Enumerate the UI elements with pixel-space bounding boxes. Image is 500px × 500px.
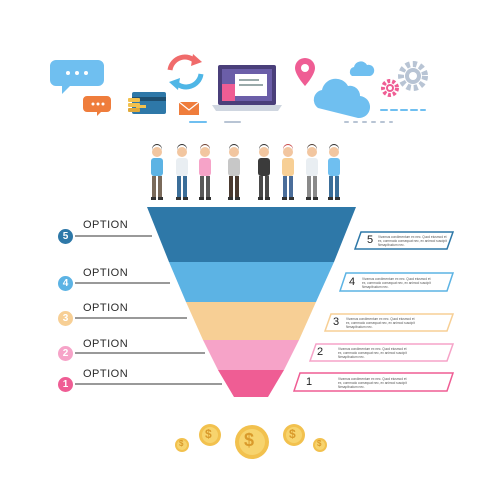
person-figure — [306, 144, 318, 200]
card-3-text: Vivamus condimentum ex nec. Quod eiusmod… — [346, 317, 415, 329]
option-2-badge: 2 — [58, 346, 73, 361]
location-pin-icon — [295, 58, 315, 86]
funnel-layer-4 — [169, 262, 334, 302]
funnel-layer-1 — [218, 370, 284, 397]
card-2-frame — [308, 343, 455, 362]
card-5-number: 5 — [367, 234, 374, 246]
option-1-label: OPTION — [83, 368, 129, 380]
option-4-label: OPTION — [83, 267, 129, 279]
card-4-number: 4 — [349, 276, 356, 288]
option-3-badge: 3 — [58, 311, 73, 326]
person-figure — [328, 144, 340, 200]
coins-row — [175, 424, 327, 459]
person-figure — [151, 144, 163, 200]
card-1-frame — [292, 372, 455, 392]
card-1-number: 1 — [306, 376, 313, 388]
option-5-badge: 5 — [58, 229, 73, 244]
envelope-icon — [178, 101, 200, 115]
coin-symbol-small-left: $ — [179, 439, 184, 448]
coin-symbol-mid-right: $ — [289, 427, 296, 441]
decorative-dashes — [189, 109, 426, 123]
card-5-text: Vivamus condimentum ex nec. Quod eiusmod… — [378, 235, 447, 247]
card-2-number: 2 — [317, 346, 324, 358]
option-5-label: OPTION — [83, 219, 129, 231]
option-1-badge: 1 — [58, 377, 73, 392]
laptop-icon — [212, 65, 282, 111]
option-4-badge: 4 — [58, 276, 73, 291]
card-3-frame — [323, 313, 455, 332]
refresh-icon — [167, 54, 204, 90]
person-figure — [176, 144, 188, 200]
funnel-layer-2 — [203, 340, 299, 370]
card-3-number: 3 — [333, 316, 340, 328]
person-figure — [258, 144, 270, 200]
card-1-text: Vivamus condimentum ex nec. Quod eiusmod… — [338, 377, 407, 389]
card-4-frame — [338, 272, 455, 292]
people-group — [151, 144, 340, 200]
coin-symbol-mid-left: $ — [205, 427, 212, 441]
card-5-frame — [353, 231, 455, 250]
cloud-icon — [313, 61, 375, 119]
coin-symbol-large: $ — [244, 430, 255, 450]
dollar-coin-icon — [175, 424, 327, 459]
credit-card-icon — [128, 92, 166, 114]
card-2-text: Vivamus condimentum ex nec. Quod eiusmod… — [338, 347, 407, 359]
person-figure — [228, 144, 240, 200]
chat-bubbles-icon — [50, 60, 111, 116]
coin-symbol-small-right: $ — [317, 439, 322, 448]
top-icons — [50, 54, 428, 123]
funnel-layer-3 — [186, 302, 316, 340]
funnel-layer-5 — [147, 207, 356, 262]
gears-icon — [381, 61, 428, 97]
option-2-label: OPTION — [83, 338, 129, 350]
person-figure — [199, 144, 211, 200]
person-figure — [282, 144, 294, 200]
option-3-label: OPTION — [83, 302, 129, 314]
card-4-text: Vivamus condimentum ex nec. Quod eiusmod… — [362, 277, 431, 289]
